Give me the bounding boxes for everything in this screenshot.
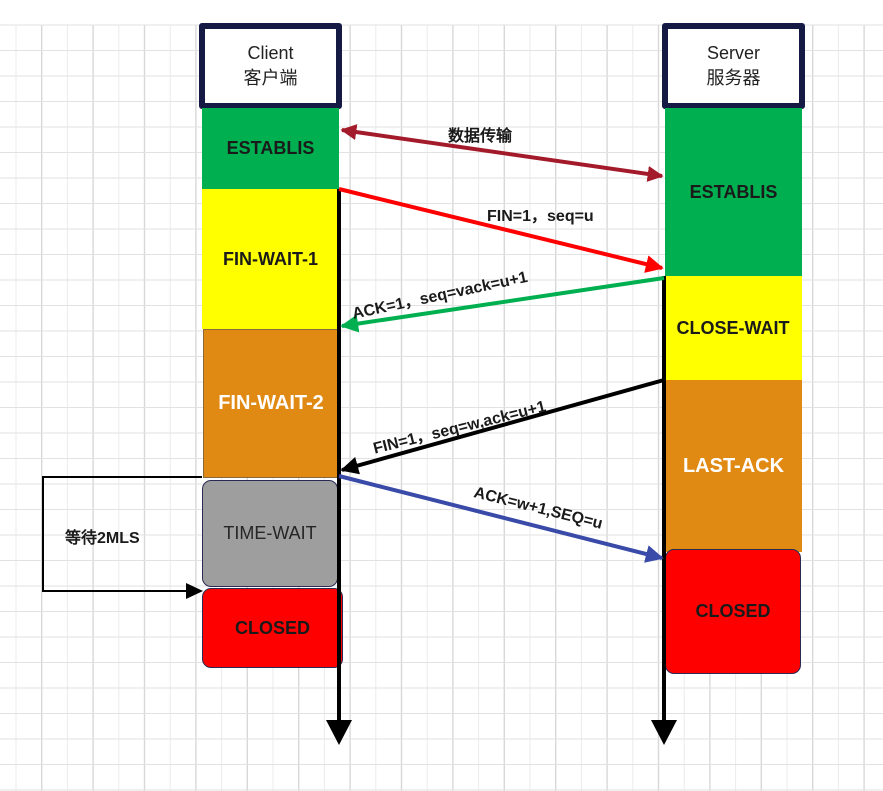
wait-2msl-label: 等待2MLS — [65, 530, 140, 547]
client-header: Client 客户端 — [199, 23, 342, 109]
wait-2msl-bracket — [42, 476, 202, 592]
wait-2msl-arrowhead — [186, 583, 203, 599]
ack-server-arrow — [340, 276, 665, 333]
server-timeline-arrowhead — [651, 720, 677, 745]
data-transfer-label: 数据传输 — [448, 128, 513, 145]
client-timeline-arrowhead — [326, 720, 352, 745]
client-title-zh: 客户端 — [243, 68, 298, 88]
client-state-established: ESTABLIS — [202, 108, 339, 189]
server-title-zh: 服务器 — [706, 68, 761, 88]
client-state-fin-wait-1: FIN-WAIT-1 — [202, 189, 339, 329]
fin-client-label: FIN=1，seq=u — [487, 208, 594, 225]
server-state-closed: CLOSED — [665, 549, 801, 674]
fin-client-arrow — [338, 187, 664, 273]
ack-client-arrow — [338, 474, 664, 563]
client-title-en: Client — [247, 43, 294, 63]
fin-server-arrow — [340, 378, 665, 475]
client-state-time-wait: TIME-WAIT — [202, 480, 338, 587]
data-transfer-arrow — [340, 124, 664, 182]
server-state-close-wait: CLOSE-WAIT — [664, 276, 802, 380]
server-state-last-ack: LAST-ACK — [665, 380, 802, 552]
server-header: Server 服务器 — [662, 23, 805, 109]
client-state-fin-wait-2: FIN-WAIT-2 — [203, 329, 339, 478]
client-state-closed: CLOSED — [202, 588, 343, 668]
server-title-en: Server — [706, 43, 760, 63]
server-state-established: ESTABLIS — [665, 108, 802, 276]
